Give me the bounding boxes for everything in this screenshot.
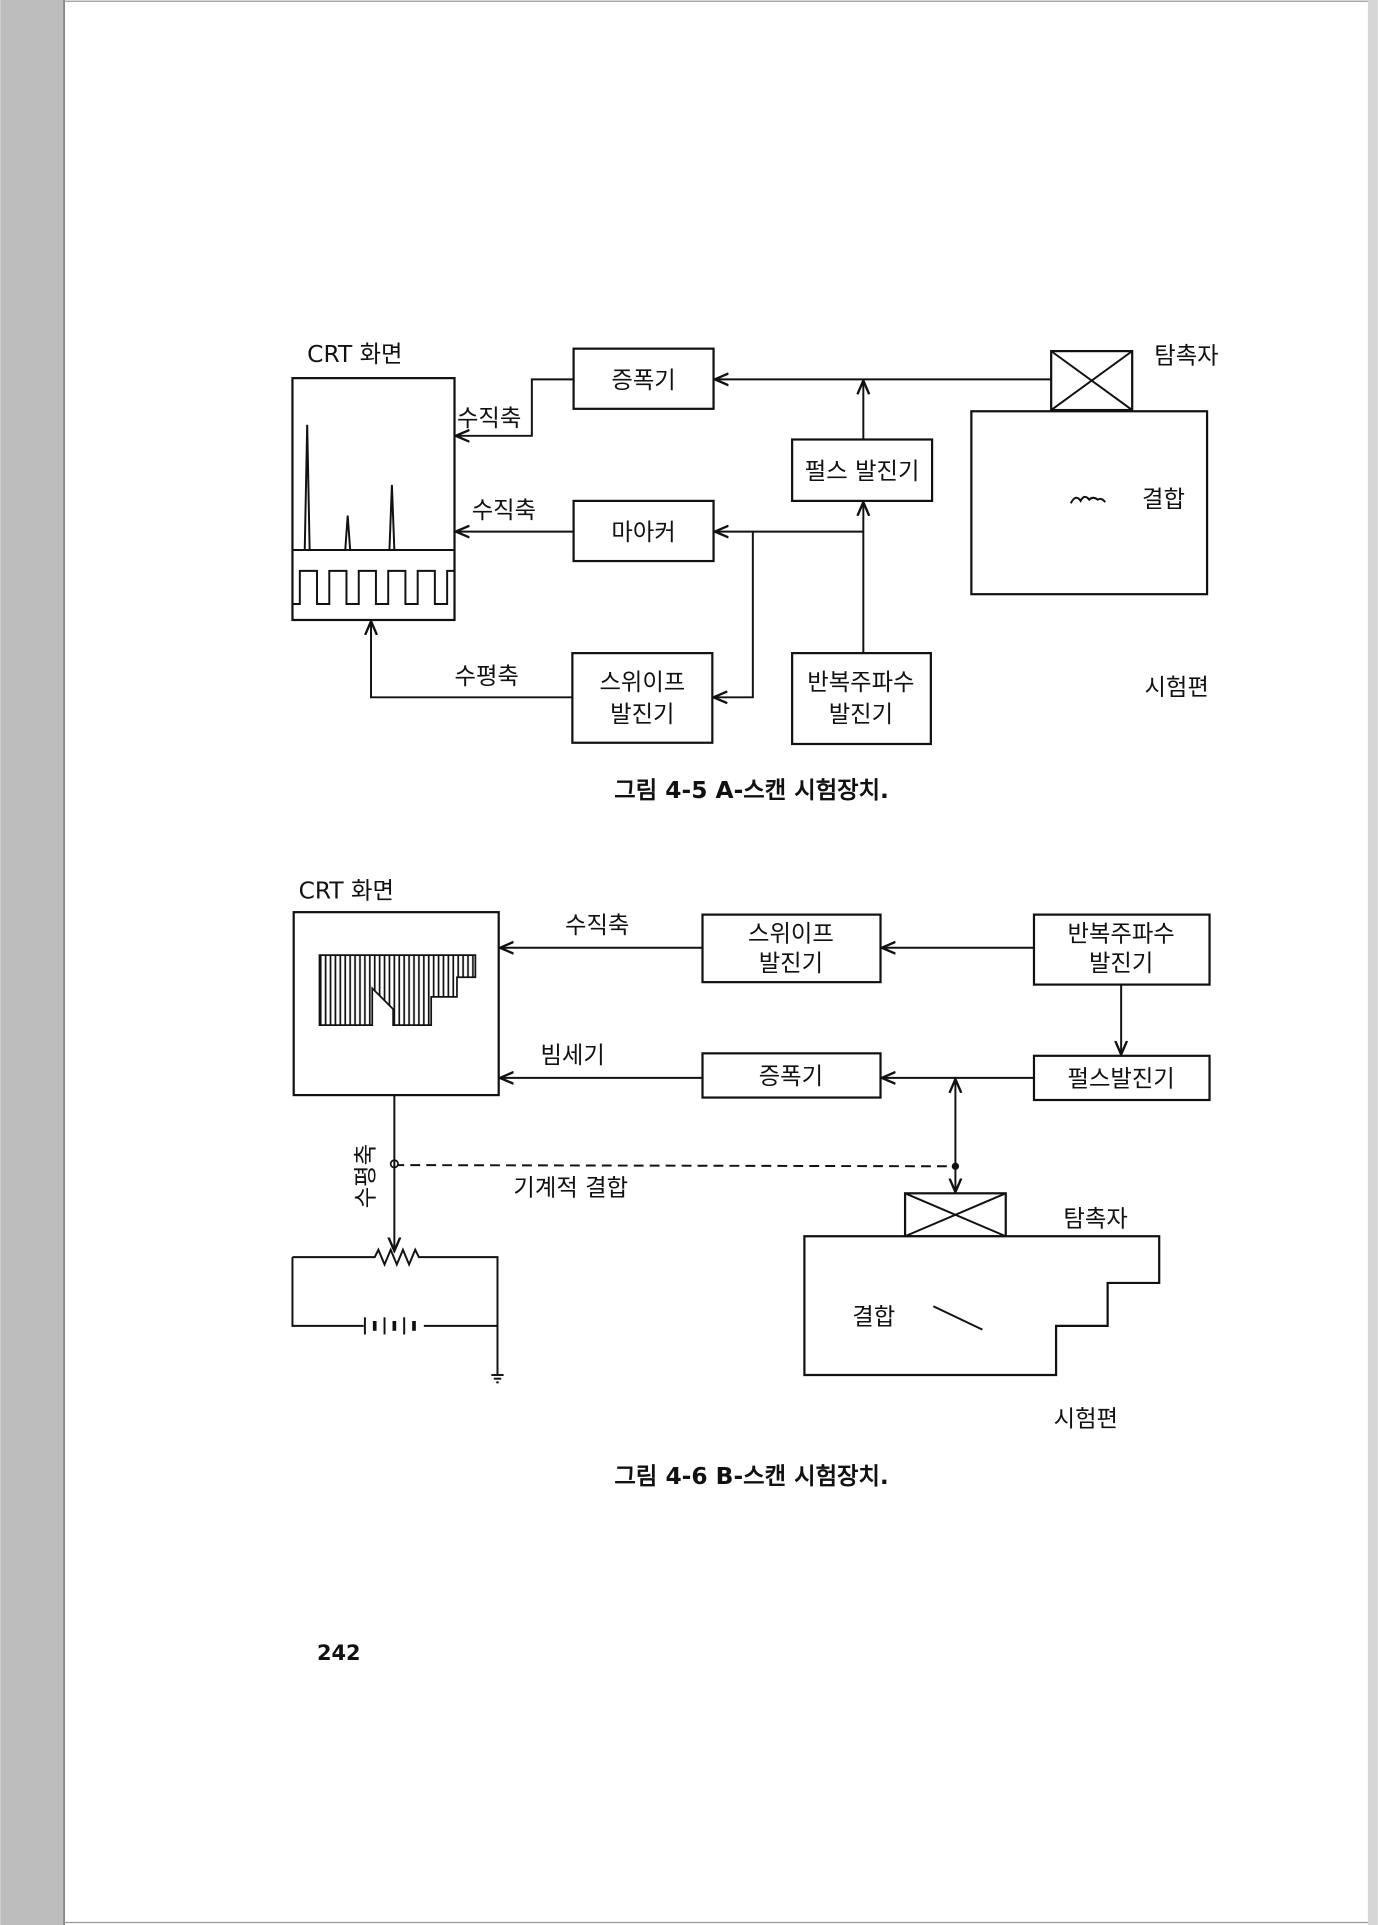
pulse-generator-box [791,438,934,502]
rep-label-2: 발진기 [1089,950,1153,977]
rep-label-1: 반복주파수 [807,669,914,696]
vertical-axis-label-2: 수직축 [472,497,536,524]
pulse-generator-label: 펄스발진기 [1068,1065,1175,1092]
ground-icon [491,1374,504,1384]
specimen-label: 시험편 [1054,1406,1118,1433]
vertical-axis-label: 수직축 [457,405,521,432]
page-number: 242 [317,1641,361,1665]
beam-intensity-label: 빔세기 [540,1042,604,1069]
rep-to-sweep [714,531,754,698]
figure-caption: 그림 4-5 A-스캔 시험장치. [614,777,889,804]
b-scan-image [318,954,477,1026]
battery-icon [363,1317,416,1335]
specimen-shape [803,1235,1161,1377]
probe-label: 탐촉자 [1063,1205,1127,1232]
figure-b-scan: CRT 화면 스위이프 발진기 반복주파수 발진기 펄스발진기 증폭기 수직축 … [291,878,1211,1490]
figure-caption: 그림 4-6 B-스캔 시험장치. [614,1463,888,1490]
marker-pulse-trace [292,569,455,605]
repetition-generator-box [791,652,932,746]
sweep-label-2: 발진기 [610,701,674,728]
marker-label: 마아커 [611,519,675,546]
sweep-generator-box [571,652,714,744]
amplifier-to-crt [456,378,574,435]
defect-label: 결합 [852,1304,895,1331]
mechanical-coupling-line [394,1164,956,1168]
potentiometer-circuit [291,1247,504,1384]
sweep-label-2: 발진기 [759,950,823,977]
mechanical-coupling-label: 기계적 결합 [513,1175,628,1202]
specimen-label: 시험편 [1144,674,1208,701]
rep-label-2: 발진기 [829,701,893,728]
crt-screen [291,377,456,622]
amplifier-label: 증폭기 [759,1063,823,1090]
defect-icon [1069,495,1106,504]
repetition-generator-box [1032,913,1211,986]
sweep-label-1: 스위이프 [599,669,685,696]
crt-label: CRT 화면 [299,878,394,905]
figure-a-scan: CRT 화면 증폭기 탐촉자 결합 펄스 발진기 마아커 스위이프 발진기 반복… [291,341,1219,804]
vertical-axis-label: 수직축 [565,912,629,939]
specimen-box [970,410,1209,596]
horizontal-axis-label: 수평축 [455,663,519,690]
horizontal-axis-label: 수평축 [352,1144,379,1208]
amplifier-box [572,347,715,410]
amplifier-label: 증폭기 [611,367,675,394]
sweep-label-1: 스위이프 [748,921,834,948]
book-spine [0,0,65,1925]
sweep-to-crt [371,621,573,699]
probe-label: 탐촉자 [1154,342,1218,369]
pulse-generator-label: 펄스 발진기 [805,458,920,485]
rep-label-1: 반복주파수 [1068,921,1175,948]
page-edge [1367,0,1378,1925]
a-scan-echo-trace [294,424,453,551]
crt-label: CRT 화면 [307,341,402,368]
defect-label: 결합 [1142,486,1185,513]
defect-icon [932,1305,983,1331]
